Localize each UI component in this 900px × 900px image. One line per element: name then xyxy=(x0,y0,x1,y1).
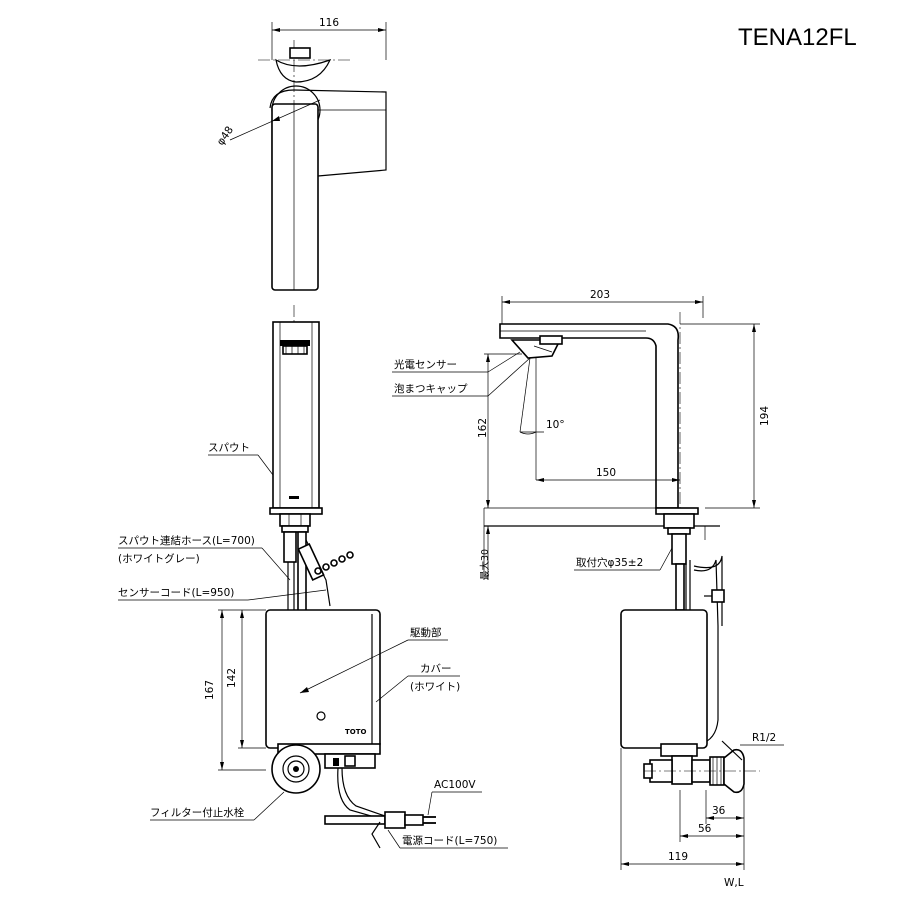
front-view: TOTO 167 142 スパウト xyxy=(118,305,508,849)
label-hose: スパウト連結ホース(L=700) xyxy=(118,534,255,547)
label-ac: AC100V xyxy=(434,779,476,791)
dim-119: 119 xyxy=(668,851,688,863)
dim-116: 116 xyxy=(319,17,339,29)
top-view: 116 φ48 xyxy=(215,17,387,291)
dim-max30: 最大30 xyxy=(479,549,491,580)
dim-203: 203 xyxy=(590,289,610,301)
dim-56: 56 xyxy=(698,823,712,835)
label-foam-cap: 泡まつキャップ xyxy=(394,382,468,395)
label-spout: スパウト xyxy=(208,442,250,454)
dim-167: 167 xyxy=(204,680,216,700)
dim-angle: 10° xyxy=(546,419,565,431)
dim-194: 194 xyxy=(759,406,771,426)
label-drive: 駆動部 xyxy=(410,626,442,639)
model-title: TENA12FL xyxy=(738,24,857,51)
label-thread: R1/2 xyxy=(752,732,776,744)
dim-142: 142 xyxy=(226,668,238,688)
label-sensor-cord: センサーコード(L=950) xyxy=(118,587,234,599)
label-wl: W,L xyxy=(724,877,744,889)
label-cover-color: (ホワイト) xyxy=(410,681,460,693)
label-hose-color: (ホワイトグレー) xyxy=(118,552,200,565)
label-photo-sensor: 光電センサー xyxy=(394,358,457,371)
label-mount-hole: 取付穴φ35±2 xyxy=(576,556,643,569)
label-power-cord: 電源コード(L=750) xyxy=(402,834,497,847)
dim-150: 150 xyxy=(596,467,616,479)
side-view: 203 194 162 10° 150 xyxy=(392,289,784,889)
label-cover: カバー xyxy=(420,663,452,675)
label-filter-valve: フィルター付止水栓 xyxy=(150,806,245,819)
dim-36: 36 xyxy=(712,805,726,817)
dim-162: 162 xyxy=(477,418,489,438)
brand-logo: TOTO xyxy=(345,728,367,736)
dim-spout-dia: φ48 xyxy=(215,124,236,148)
